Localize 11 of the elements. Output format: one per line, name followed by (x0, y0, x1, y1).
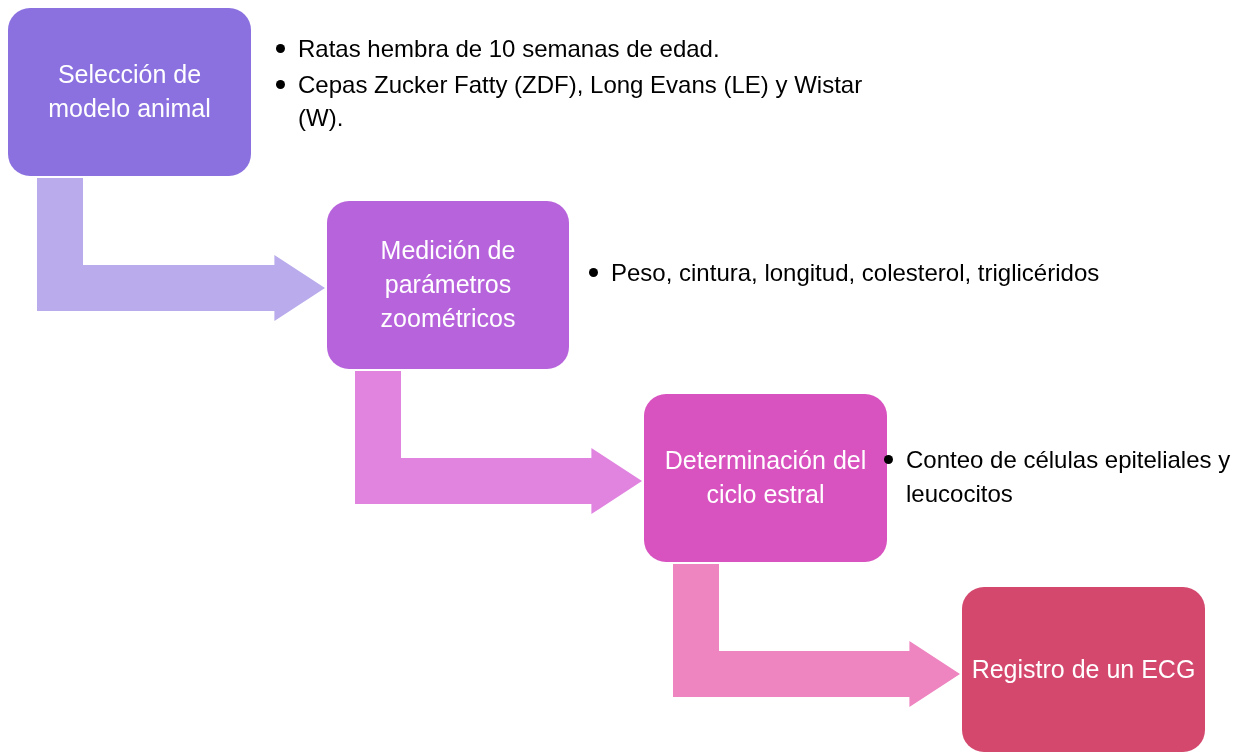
bullet-text: Conteo de células epiteliales y leucocitos (906, 445, 1232, 509)
process-box: Determinación del ciclo estral (644, 394, 887, 562)
process-box: Registro de un ECG (962, 587, 1205, 752)
bent-arrow (37, 178, 325, 322)
bent-arrow (673, 564, 960, 708)
bent-arrow (355, 371, 642, 515)
process-box: Selección de modelo animal (8, 8, 251, 176)
bullet-text: Peso, cintura, longitud, colesterol, triglicéridos (611, 258, 1101, 288)
process-box: Medición de parámetros zoométricos (327, 201, 569, 369)
bullet-text: Cepas Zucker Fatty (ZDF), Long Evans (LE) y Wistar (W). (298, 69, 864, 134)
bullet-text: Ratas hembra de 10 semanas de edad. (298, 34, 721, 64)
